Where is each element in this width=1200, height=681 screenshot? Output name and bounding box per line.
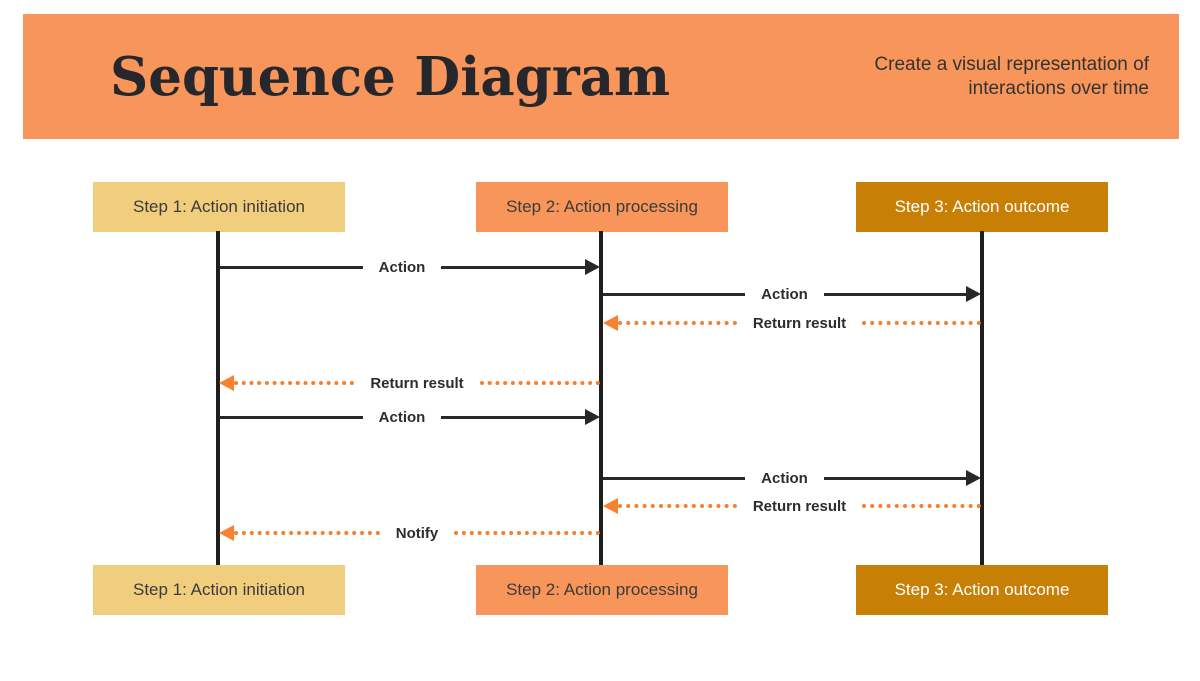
message-arrow-4: Return result	[219, 374, 601, 392]
arrowhead-left-icon	[603, 315, 618, 331]
arrow-line	[234, 531, 380, 535]
lifeline-step3	[980, 231, 984, 566]
arrowhead-right-icon	[585, 409, 601, 425]
actor-box-step2-bottom: Step 2: Action processing	[476, 565, 728, 615]
arrow-label: Notify	[395, 524, 439, 542]
actor-box-step3-bottom: Step 3: Action outcome	[856, 565, 1108, 615]
arrow-line	[441, 265, 586, 269]
arrow-line	[862, 504, 982, 508]
arrow-label: Action	[761, 285, 808, 303]
page-subtitle-line-2: interactions over time	[968, 77, 1149, 99]
lifeline-step2	[599, 231, 603, 566]
arrow-label: Return result	[370, 374, 464, 392]
arrow-line	[441, 415, 586, 419]
arrow-label: Return result	[752, 497, 847, 515]
page-subtitle-line-1: Create a visual representation of	[874, 53, 1149, 75]
actor-label: Step 1: Action initiation	[132, 580, 305, 599]
actor-label: Step 3: Action outcome	[894, 580, 1070, 599]
header-banner: Sequence Diagram Create a visual represe…	[23, 14, 1179, 139]
arrow-label: Action	[761, 469, 808, 487]
arrow-line	[603, 292, 746, 296]
arrow-line	[823, 476, 967, 480]
actor-box-step3-top: Step 3: Action outcome	[856, 182, 1108, 232]
arrowhead-left-icon	[219, 525, 234, 541]
message-arrow-3: Return result	[603, 314, 982, 332]
arrowhead-right-icon	[585, 259, 601, 275]
arrowhead-right-icon	[966, 470, 982, 486]
arrow-line	[454, 531, 600, 535]
arrowhead-left-icon	[219, 375, 234, 391]
arrow-label: Return result	[752, 314, 847, 332]
lifeline-step1	[216, 231, 220, 566]
arrow-line	[479, 381, 601, 385]
message-arrow-6: Action	[603, 469, 982, 487]
arrow-line	[618, 504, 737, 508]
arrow-label: Action	[378, 408, 426, 426]
arrow-line	[603, 476, 746, 480]
message-arrow-8: Notify	[219, 524, 600, 542]
message-arrow-5: Action	[219, 408, 601, 426]
page-title: Sequence Diagram	[110, 45, 671, 108]
actor-label: Step 3: Action outcome	[894, 197, 1070, 216]
actor-box-step2-top: Step 2: Action processing	[476, 182, 728, 232]
message-arrow-7: Return result	[603, 497, 982, 515]
actor-box-step1-bottom: Step 1: Action initiation	[93, 565, 345, 615]
arrow-line	[219, 265, 363, 269]
arrowhead-left-icon	[603, 498, 618, 514]
arrow-line	[862, 321, 982, 325]
arrow-line	[823, 292, 967, 296]
arrow-line	[234, 381, 355, 385]
actor-box-step1-top: Step 1: Action initiation	[93, 182, 345, 232]
actor-label: Step 2: Action processing	[506, 197, 698, 216]
message-arrow-2: Action	[603, 285, 982, 303]
arrowhead-right-icon	[966, 286, 982, 302]
actor-label: Step 1: Action initiation	[132, 197, 305, 216]
message-arrow-1: Action	[219, 258, 601, 276]
arrow-line	[618, 321, 737, 325]
page-subtitle: Create a visual representation of intera…	[874, 53, 1149, 101]
actor-label: Step 2: Action processing	[506, 580, 698, 599]
arrow-line	[219, 415, 363, 419]
arrow-label: Action	[378, 258, 426, 276]
